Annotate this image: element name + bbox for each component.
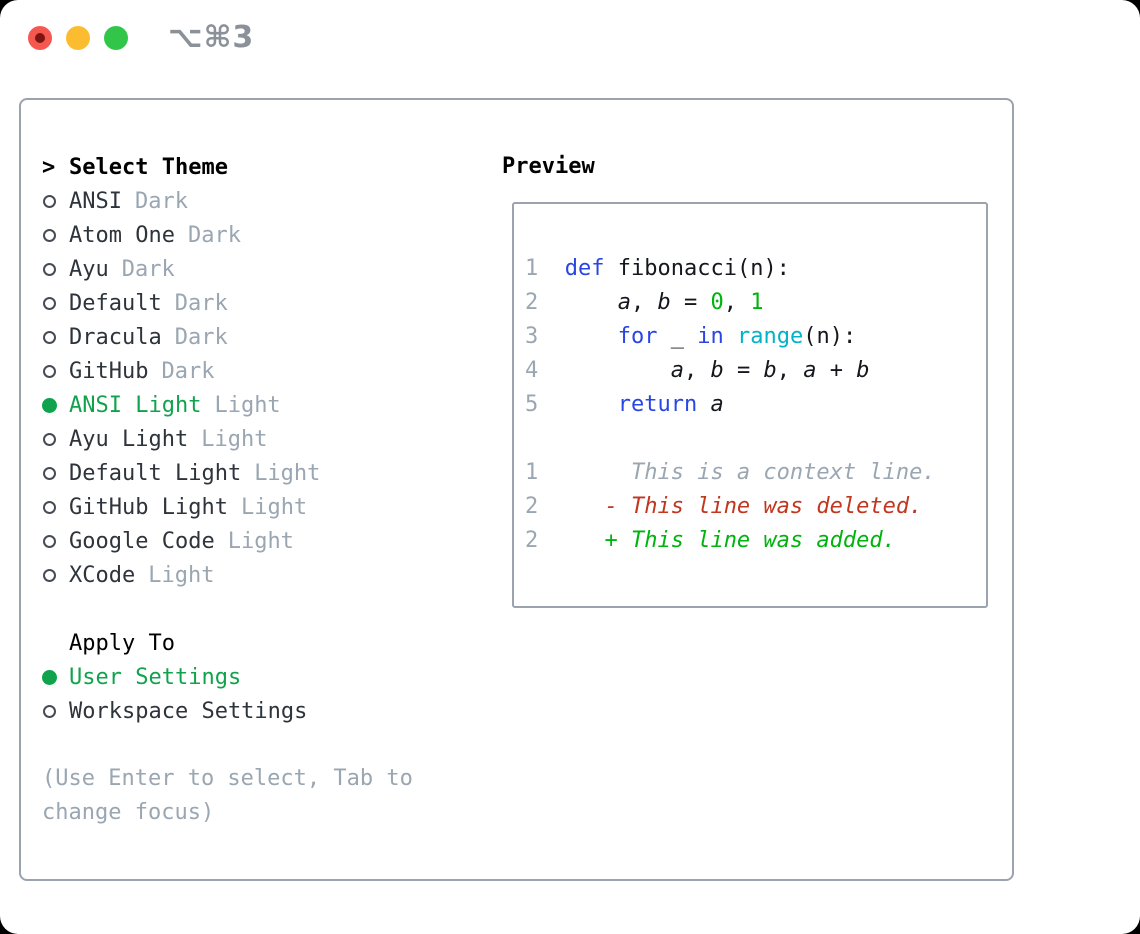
theme-name: GitHub xyxy=(69,358,149,384)
preview-code-line: 5 return a xyxy=(525,392,724,417)
preview-heading: Preview xyxy=(502,154,595,179)
theme-name: ANSI xyxy=(69,188,122,214)
theme-option-atom-one[interactable]: Atom One Dark xyxy=(42,218,492,252)
radio-icon xyxy=(43,568,56,582)
radio-icon xyxy=(43,500,56,514)
preview-code-line: 1 def fibonacci(n): xyxy=(525,256,790,281)
radio-cell xyxy=(42,466,69,480)
theme-option-default[interactable]: Default Dark xyxy=(42,286,492,320)
minimize-button[interactable] xyxy=(66,26,90,50)
theme-variant: Dark xyxy=(134,188,188,214)
radio-cell xyxy=(42,330,69,344)
help-text: change focus) xyxy=(42,800,215,825)
theme-name: XCode xyxy=(69,562,136,588)
theme-variant: Dark xyxy=(174,290,228,316)
apply-to-heading: Apply To xyxy=(42,626,492,660)
preview-code-line: 2 a, b = 0, 1 xyxy=(525,290,764,315)
apply-to-label: Apply To xyxy=(69,630,175,656)
close-dot-icon xyxy=(35,33,45,43)
radio-cell xyxy=(42,568,69,582)
preview-code-line: 3 for _ in range(n): xyxy=(525,324,857,349)
preview-code-line: 2 + This line was added. xyxy=(525,528,896,553)
theme-option-ayu[interactable]: Ayu Dark xyxy=(42,252,492,286)
theme-variant: Dark xyxy=(187,222,241,248)
preview-code-line: 1 This is a context line. xyxy=(525,460,936,485)
radio-icon xyxy=(43,296,56,310)
radio-cell xyxy=(42,534,69,548)
radio-icon xyxy=(43,466,56,480)
theme-option-dracula[interactable]: Dracula Dark xyxy=(42,320,492,354)
radio-icon xyxy=(43,704,56,718)
zoom-button[interactable] xyxy=(104,26,128,50)
radio-cell xyxy=(42,262,69,276)
preview-code-line: 2 - This line was deleted. xyxy=(525,494,923,519)
radio-icon xyxy=(43,534,56,548)
close-button[interactable] xyxy=(28,26,52,50)
theme-variant: Light xyxy=(201,426,268,452)
radio-icon xyxy=(43,262,56,276)
help-text: (Use Enter to select, Tab to xyxy=(42,766,413,791)
theme-name: Default Light xyxy=(69,460,242,486)
radio-cell xyxy=(42,704,69,718)
apply-option-user-settings[interactable]: User Settings xyxy=(42,660,492,694)
theme-option-xcode[interactable]: XCode Light xyxy=(42,558,492,592)
theme-option-default-light[interactable]: Default Light Light xyxy=(42,456,492,490)
radio-icon xyxy=(43,228,56,242)
select-theme-label: Select Theme xyxy=(69,154,228,180)
radio-icon xyxy=(43,364,56,378)
theme-option-github-light[interactable]: GitHub Light Light xyxy=(42,490,492,524)
apply-option-name: Workspace Settings xyxy=(69,698,308,724)
theme-name: Default xyxy=(69,290,162,316)
spacer xyxy=(42,592,492,626)
select-theme-heading: > Select Theme xyxy=(42,150,492,184)
preview-blank-line xyxy=(525,422,980,456)
apply-option-name: User Settings xyxy=(69,664,242,690)
theme-option-ansi[interactable]: ANSI Dark xyxy=(42,184,492,218)
theme-option-ansi-light[interactable]: ANSI Light Light xyxy=(42,388,492,422)
radio-cell xyxy=(42,669,69,685)
theme-variant: Light xyxy=(148,562,215,588)
radio-icon xyxy=(43,330,56,344)
theme-variant: Dark xyxy=(174,324,228,350)
radio-cell xyxy=(42,228,69,242)
apply-option-workspace-settings[interactable]: Workspace Settings xyxy=(42,694,492,728)
radio-cell xyxy=(42,500,69,514)
theme-variant: Light xyxy=(254,460,321,486)
theme-variant: Light xyxy=(227,528,294,554)
theme-option-github[interactable]: GitHub Dark xyxy=(42,354,492,388)
theme-name: Dracula xyxy=(69,324,162,350)
theme-option-google-code[interactable]: Google Code Light xyxy=(42,524,492,558)
radio-cell xyxy=(42,194,69,208)
window-title: ⌥⌘3 xyxy=(168,20,255,55)
theme-name: Ayu Light xyxy=(69,426,189,452)
theme-name: GitHub Light xyxy=(69,494,228,520)
radio-cell xyxy=(42,296,69,310)
theme-variant: Light xyxy=(214,392,281,418)
theme-variant: Light xyxy=(240,494,308,520)
preview-box: 1 def fibonacci(n): 2 a, b = 0, 1 3 for _ … xyxy=(512,202,988,608)
theme-variant: Dark xyxy=(121,256,175,282)
theme-name: Atom One xyxy=(69,222,175,248)
spacer xyxy=(42,728,492,762)
radio-cell xyxy=(42,397,69,413)
theme-name: Ayu xyxy=(69,256,109,282)
radio-selected-icon xyxy=(42,397,57,413)
theme-option-ayu-light[interactable]: Ayu Light Light xyxy=(42,422,492,456)
preview-code-line: 4 a, b = b, a + b xyxy=(525,358,870,383)
radio-cell xyxy=(42,364,69,378)
radio-icon xyxy=(43,432,56,446)
radio-selected-icon xyxy=(42,669,57,685)
selection-cursor: > xyxy=(42,154,56,180)
theme-name: ANSI Light xyxy=(69,392,202,418)
radio-cell xyxy=(42,432,69,446)
theme-variant: Dark xyxy=(161,358,215,384)
radio-icon xyxy=(43,194,56,208)
theme-name: Google Code xyxy=(69,528,215,554)
